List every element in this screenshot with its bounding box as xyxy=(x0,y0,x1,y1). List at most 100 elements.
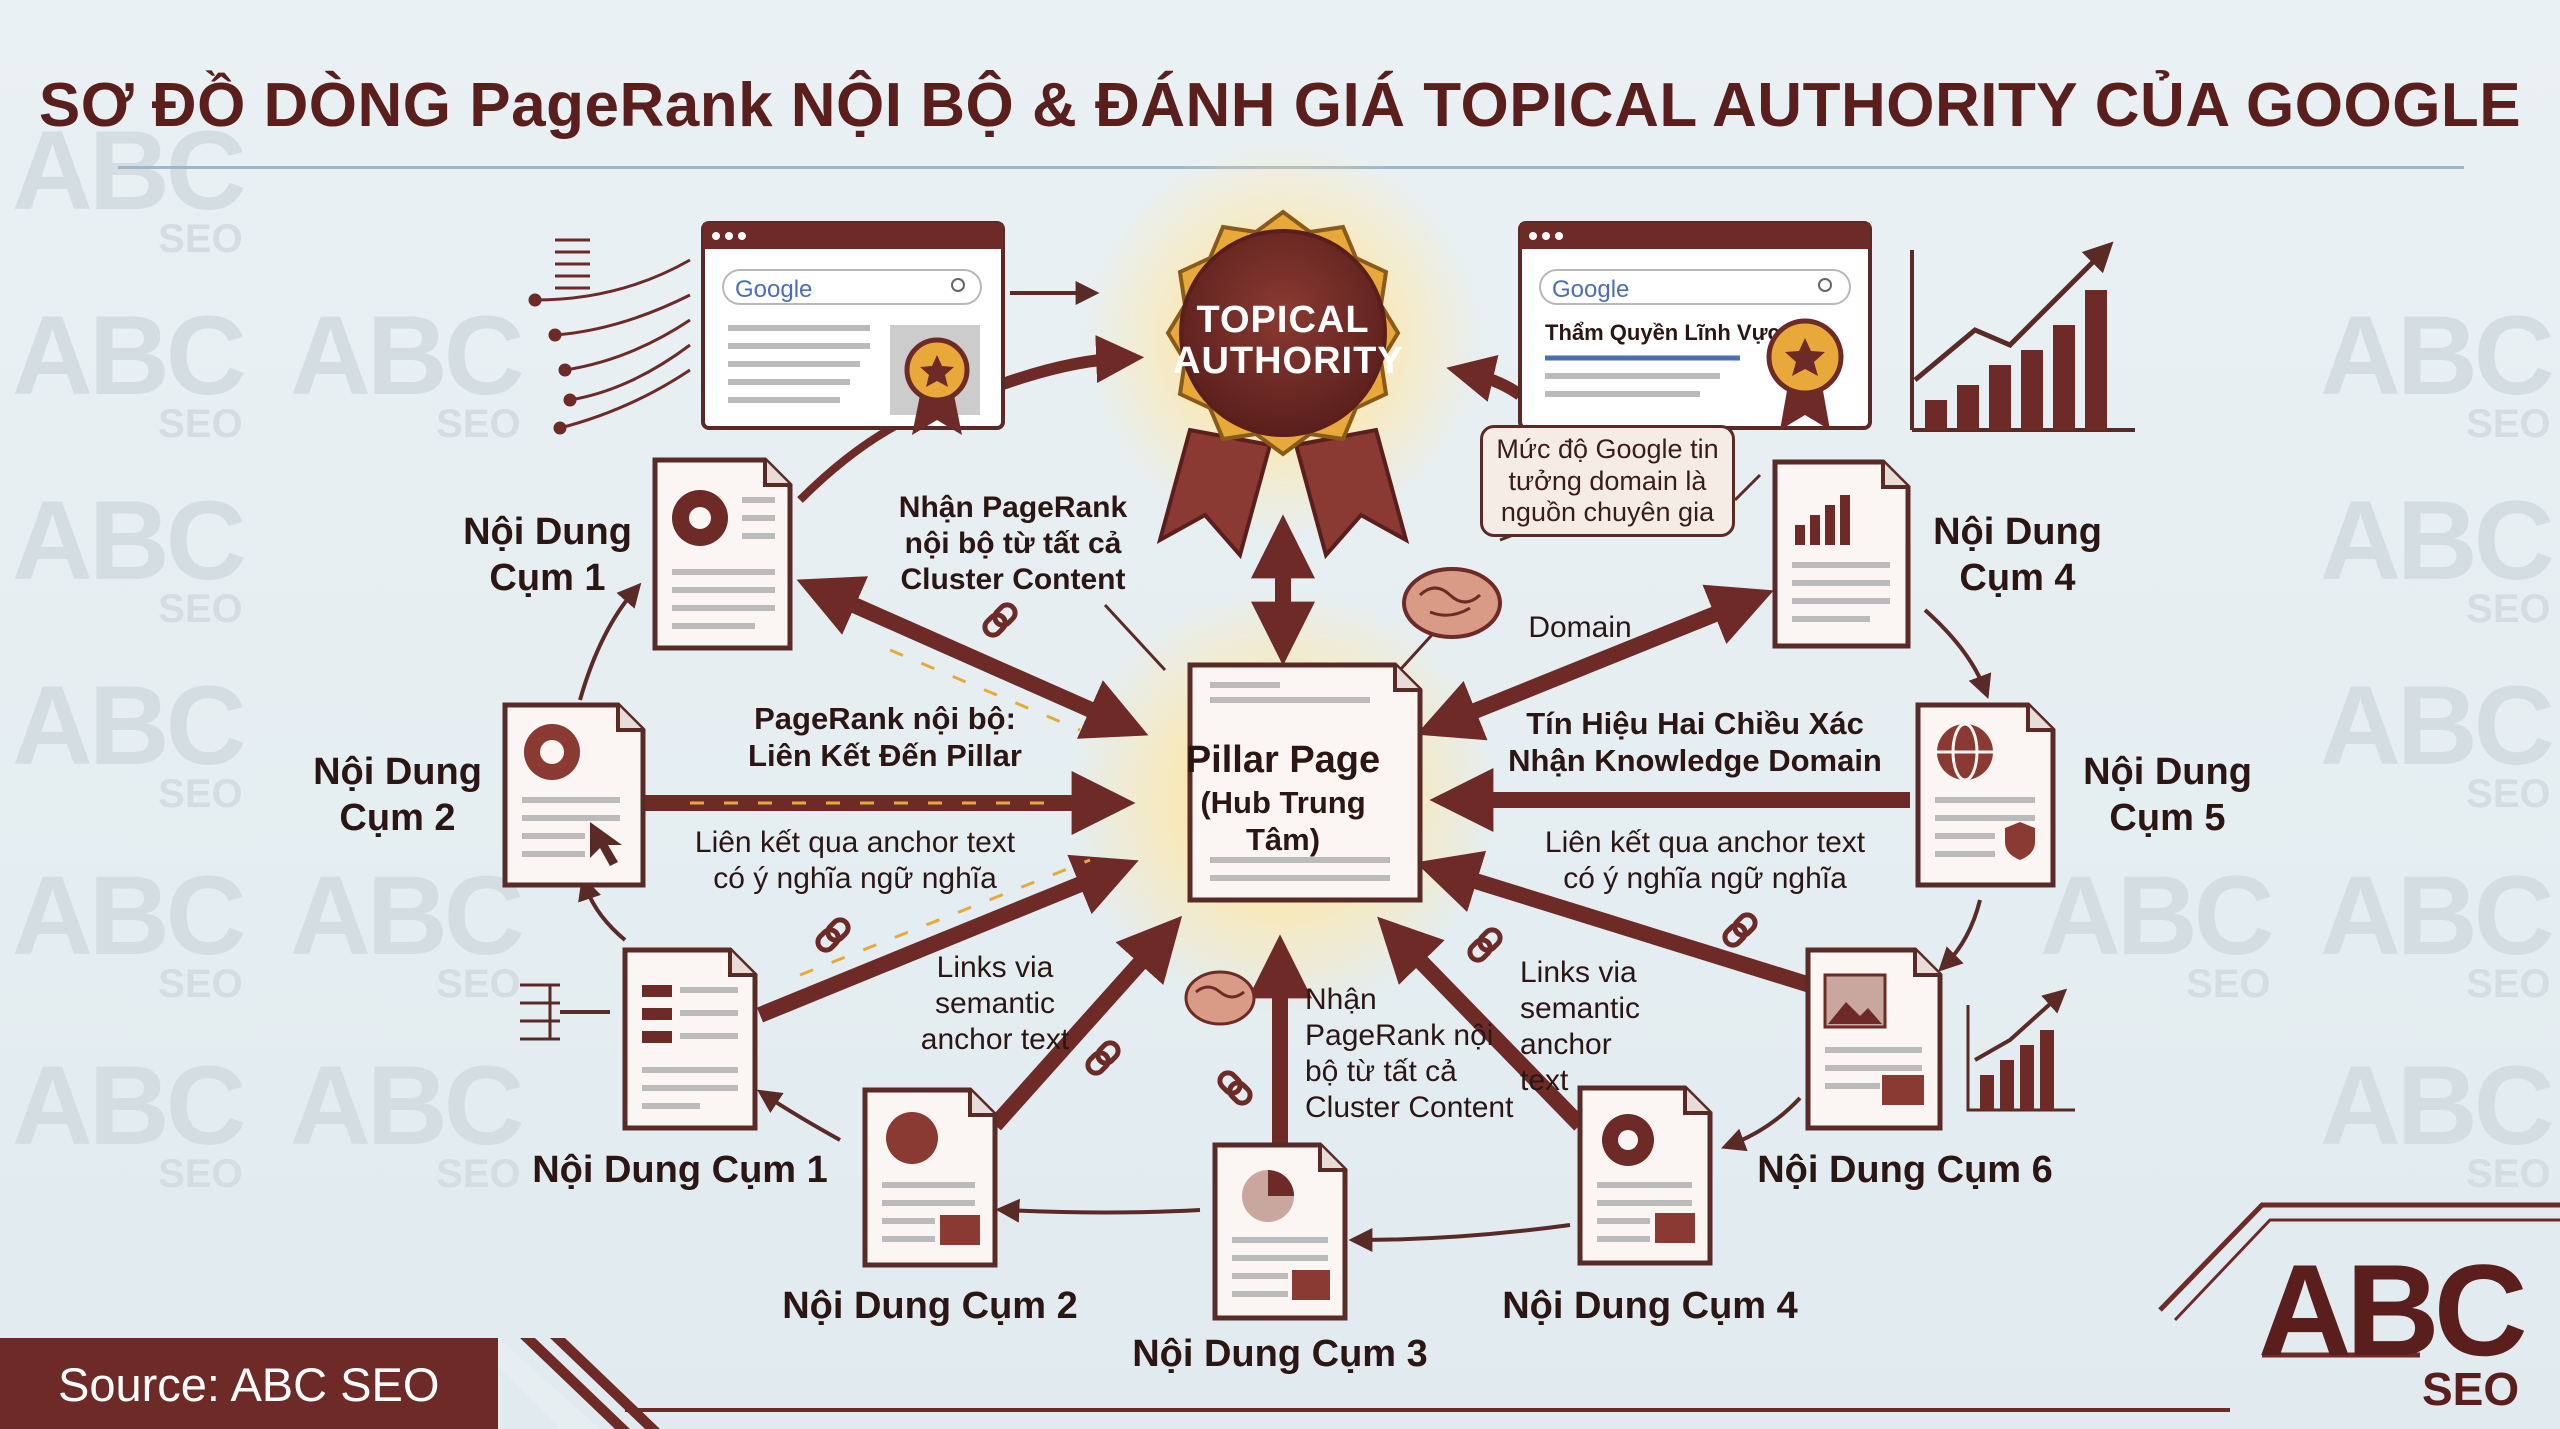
link-icon xyxy=(1217,1070,1253,1106)
serp-window-left: Google xyxy=(701,221,1005,435)
cycle-arrows xyxy=(578,582,1992,1252)
brand-logo-seo: SEO xyxy=(2422,1363,2520,1415)
doc-c2-bottom xyxy=(862,1087,998,1268)
doc-c6-bottom xyxy=(1805,947,1943,1131)
flow-lines-icon xyxy=(520,983,610,1041)
node-label-c3-bottom: Nội Dung Cụm 3 xyxy=(1132,1333,1428,1375)
shield-icon xyxy=(2005,822,2035,860)
label-pagerank-internal: PageRank nội bộ: Liên Kết Đến Pillar xyxy=(748,701,1022,774)
node-label-c4-bottom: Nội Dung Cụm 4 xyxy=(1502,1285,1798,1327)
flow-lines-icon xyxy=(528,238,691,435)
google-logo: Google xyxy=(735,276,812,303)
arrow-c4-pillar xyxy=(1416,584,1774,741)
doc-c1-bottom xyxy=(622,947,758,1131)
logo-frame xyxy=(625,1202,2560,1412)
label-receive-bottom: Nhận PageRank nội bộ từ tất cả Cluster C… xyxy=(1305,983,1514,1124)
brand-logo-abc: ABC xyxy=(2258,1237,2528,1383)
label-links-via-right: Links via semantic anchor text xyxy=(1520,956,1641,1097)
gear-icon xyxy=(672,490,728,546)
node-label-c4-right: Nội Dung Cụm 4 xyxy=(1933,511,2102,599)
serp-heading: Thẩm Quyền Lĩnh Vực xyxy=(1545,320,1780,345)
link-icon xyxy=(815,917,851,953)
globe-icon xyxy=(1937,722,1993,782)
link-icon xyxy=(1722,912,1758,948)
pillar-page-doc xyxy=(1187,662,1423,903)
arrow-c1b-to-pillar xyxy=(756,854,1139,1023)
source-bar xyxy=(0,1338,498,1429)
arrow-c4b-to-pillar xyxy=(1377,916,1586,1131)
pillar-label-line2: (Hub Trung Tâm) xyxy=(1200,784,1366,857)
chart-icon xyxy=(524,724,580,780)
label-anchor-left: Liên kết qua anchor text có ý nghĩa ngữ … xyxy=(694,826,1016,895)
label-receive-top: Nhận PageRank nội bộ từ tất cả Cluster C… xyxy=(898,491,1128,596)
label-anchor-right: Liên kết qua anchor text có ý nghĩa ngữ … xyxy=(1544,826,1866,895)
gear-icon xyxy=(1602,1114,1654,1166)
award-icon xyxy=(1766,318,1844,430)
label-domain: Domain xyxy=(1528,611,1632,644)
page-title: SƠ ĐỒ DÒNG PageRank NỘI BỘ & ĐÁNH GIÁ TO… xyxy=(38,71,2522,140)
link-icons xyxy=(815,602,1758,1106)
cursor-icon xyxy=(590,822,622,866)
arrow-c2b-to-pillar xyxy=(989,915,1183,1131)
trust-callout: Mức độ Google tin tưởng domain là nguồn … xyxy=(1480,425,1735,537)
brain-icon xyxy=(1402,567,1502,639)
node-label-c6-bottom: Nội Dung Cụm 6 xyxy=(1757,1149,2053,1191)
bar-chart-icon xyxy=(1910,241,2135,432)
arrow-c1-pillar xyxy=(796,576,1149,739)
serp-window-right: Google Thẩm Quyền Lĩnh Vực xyxy=(1518,221,1872,430)
bar-chart-icon xyxy=(1966,988,2075,1112)
badge-label-line2: AUTHORITY xyxy=(1173,340,1404,383)
chart-icon xyxy=(1795,495,1850,545)
arrow-c6-to-pillar xyxy=(1415,850,1813,993)
serp-arrows xyxy=(997,335,1524,402)
doc-c4-bottom xyxy=(1577,1085,1713,1266)
pillar-label-line1: Pillar Page xyxy=(1185,739,1381,781)
image-icon xyxy=(1823,973,1887,1029)
badge-label: TOPICAL AUTHORITY xyxy=(1173,299,1404,383)
flow-markers xyxy=(690,648,1091,977)
pillar-label: Pillar Page (Hub Trung Tâm) xyxy=(1170,738,1396,858)
doc-c2-left xyxy=(502,702,646,888)
link-icon xyxy=(1467,927,1503,963)
arrow-serp-right-to-badge xyxy=(1446,355,1524,402)
award-icon xyxy=(904,337,970,435)
topical-authority-badge xyxy=(1156,209,1410,560)
source-bar-stripes xyxy=(470,1338,660,1429)
label-links-via-left: Links via semantic anchor text xyxy=(920,951,1070,1056)
link-icon xyxy=(982,602,1018,638)
brain-icon xyxy=(1184,970,1256,1026)
globe-icon xyxy=(886,1112,938,1164)
google-logo: Google xyxy=(1552,276,1629,303)
node-label-c1-bottom: Nội Dung Cụm 1 xyxy=(532,1149,828,1191)
node-label-c2-bottom: Nội Dung Cụm 2 xyxy=(782,1285,1078,1327)
arrow-serp-left-to-badge xyxy=(997,335,1145,391)
node-label-c5-right: Nội Dung Cụm 5 xyxy=(2083,751,2252,839)
doc-c5-right xyxy=(1915,702,2056,888)
doc-c1-top xyxy=(652,457,793,651)
doc-c3-bottom xyxy=(1212,1142,1348,1321)
node-label-c2-left: Nội Dung Cụm 2 xyxy=(313,751,482,839)
double-arrows xyxy=(796,514,1774,741)
doc-c4-right xyxy=(1772,459,1911,649)
source-label: Source: ABC SEO xyxy=(58,1358,440,1411)
pie-chart-icon xyxy=(1242,1170,1294,1222)
node-label-c1-top: Nội Dung Cụm 1 xyxy=(463,511,632,599)
label-signal: Tín Hiệu Hai Chiều Xác Nhận Knowledge Do… xyxy=(1508,706,1882,779)
badge-label-line1: TOPICAL xyxy=(1196,299,1370,341)
